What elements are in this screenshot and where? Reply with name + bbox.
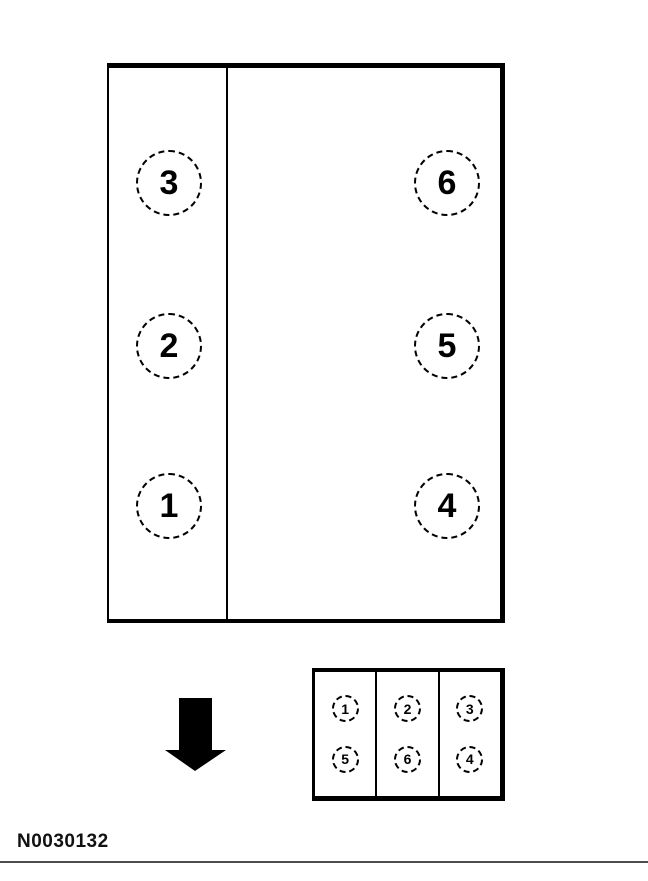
- engine-outline: 3 2 1 6 5 4: [107, 63, 505, 623]
- coil-column-1: 1 5: [315, 672, 375, 796]
- cylinder-1: 1: [136, 473, 202, 539]
- coil-terminal-4-number: 4: [465, 751, 474, 768]
- coil-terminal-3-number: 3: [465, 700, 474, 717]
- cylinder-4-number: 4: [437, 486, 457, 525]
- coil-column-2: 2 6: [375, 672, 437, 796]
- figure-id: N0030132: [17, 831, 109, 852]
- bottom-rule: [0, 861, 648, 863]
- cylinder-2-number: 2: [159, 326, 179, 365]
- coil-terminal-2-number: 2: [403, 700, 412, 717]
- cylinder-2: 2: [136, 313, 202, 379]
- coil-terminal-6-number: 6: [403, 751, 412, 768]
- coil-terminal-1: 1: [331, 695, 359, 723]
- coil-terminal-6: 6: [393, 745, 421, 773]
- cylinder-6: 6: [414, 150, 480, 216]
- cylinder-6-number: 6: [437, 163, 457, 202]
- bank-divider-line: [226, 68, 228, 619]
- cylinder-3-number: 3: [159, 163, 179, 202]
- cylinder-4: 4: [414, 473, 480, 539]
- cylinder-5-number: 5: [437, 326, 457, 365]
- arrow-stem: [179, 698, 212, 750]
- coil-terminal-5-number: 5: [341, 751, 350, 768]
- coil-pack-outline: 1 5 2 6 3 4: [312, 668, 505, 801]
- coil-column-3: 3 4: [437, 672, 500, 796]
- arrow-head: [165, 750, 226, 771]
- cylinder-5: 5: [414, 313, 480, 379]
- coil-terminal-1-number: 1: [341, 700, 350, 717]
- cylinder-1-number: 1: [159, 486, 179, 525]
- coil-terminal-5: 5: [331, 745, 359, 773]
- down-arrow-icon: [165, 698, 226, 771]
- coil-terminal-3: 3: [456, 695, 484, 723]
- coil-terminal-4: 4: [456, 745, 484, 773]
- cylinder-3: 3: [136, 150, 202, 216]
- coil-terminal-2: 2: [393, 695, 421, 723]
